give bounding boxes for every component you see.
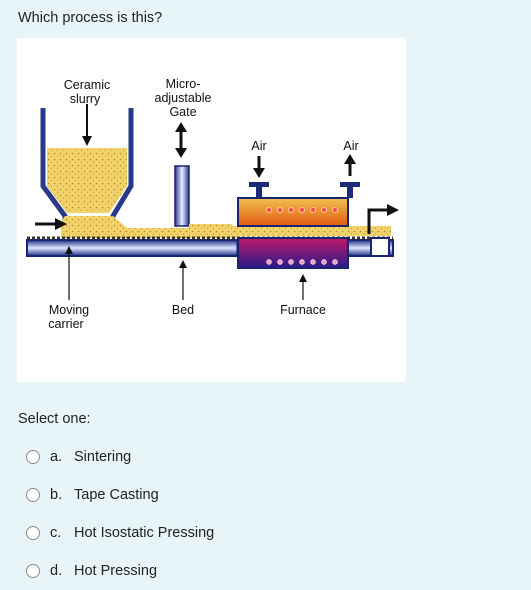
option-a[interactable]: a. Sintering [26,438,214,476]
option-c[interactable]: c. Hot Isostatic Pressing [26,514,214,552]
label-micro: Micro- [166,77,201,91]
furnace-bottom [237,237,349,269]
air-in-arrow-icon [253,156,265,178]
option-letter: b. [50,487,63,503]
label-carrier: carrier [48,317,83,331]
micro-adjustable-gate [174,165,190,227]
label-slurry: slurry [70,92,101,106]
option-d[interactable]: d. Hot Pressing [26,552,214,590]
question-text: Which process is this? [18,10,163,26]
option-letter: d. [50,563,63,579]
radio-button-b[interactable] [26,488,40,502]
label-moving: Moving [49,303,89,317]
label-ceramic: Ceramic [64,78,111,92]
option-label: Sintering [74,449,132,465]
exit-arrow-icon [367,204,399,234]
select-one-prompt: Select one: [18,411,91,427]
radio-button-a[interactable] [26,450,40,464]
option-label: Hot Pressing [74,563,158,579]
option-label: Hot Isostatic Pressing [74,525,215,541]
radio-button-d[interactable] [26,564,40,578]
radio-button-c[interactable] [26,526,40,540]
option-letter: a. [50,449,63,465]
label-air-out: Air [343,139,358,153]
label-furnace: Furnace [280,303,326,317]
tape-layer [189,226,391,236]
label-bed: Bed [172,303,194,317]
furnace-top [237,197,349,227]
answer-options: a. Sintering b. Tape Casting c. Hot Isos… [26,438,214,590]
option-label: Tape Casting [74,487,159,503]
option-letter: c. [50,525,62,541]
gate-adjust-arrow-icon [175,122,187,158]
tape-casting-diagram: Ceramic slurry Micro- adjustable Gate Ai… [17,38,406,382]
option-b[interactable]: b. Tape Casting [26,476,214,514]
label-adjustable: adjustable [155,91,212,105]
air-out-arrow-icon [344,154,356,176]
label-gate: Gate [169,105,196,119]
slurry-hopper [40,108,134,228]
label-air-in: Air [251,139,266,153]
